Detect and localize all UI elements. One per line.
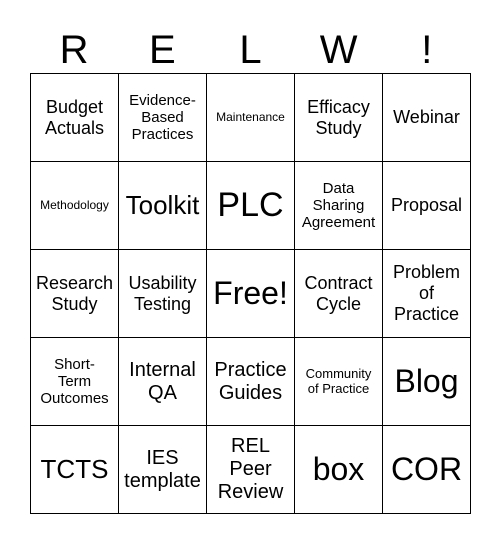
bingo-cell-r3-c0[interactable]: Short- Term Outcomes — [31, 338, 119, 426]
bingo-cell-r2-c4[interactable]: Problem of Practice — [383, 250, 471, 338]
cell-label: Blog — [394, 363, 459, 400]
cell-label: Data Sharing Agreement — [301, 179, 376, 232]
header-letter-e: E — [148, 28, 176, 72]
header-letter-w: W — [319, 28, 358, 72]
cell-label: Internal QA — [129, 358, 196, 404]
bingo-cell-r3-c1[interactable]: Internal QA — [119, 338, 207, 426]
bingo-cell-r4-c0[interactable]: TCTS — [31, 426, 119, 514]
bingo-cell-r1-c3[interactable]: Data Sharing Agreement — [295, 162, 383, 250]
cell-label: REL Peer Review — [217, 435, 284, 503]
cell-label: PLC — [217, 185, 284, 224]
bingo-cell-r2-c2[interactable]: Free! — [207, 250, 295, 338]
bingo-cell-r0-c2[interactable]: Maintenance — [207, 74, 295, 162]
cell-label: Efficacy Study — [307, 96, 370, 138]
cell-label: COR — [390, 451, 463, 488]
cell-label: TCTS — [40, 453, 109, 484]
cell-label: Webinar — [393, 107, 460, 128]
bingo-cell-r0-c4[interactable]: Webinar — [383, 74, 471, 162]
bingo-board: Budget Actuals Evidence- Based Practices… — [30, 73, 471, 514]
cell-label: Usability Testing — [128, 272, 197, 314]
bingo-cell-r4-c1[interactable]: IES template — [119, 426, 207, 514]
header-letter-exclamation: ! — [421, 28, 433, 72]
bingo-cell-r2-c3[interactable]: Contract Cycle — [295, 250, 383, 338]
bingo-cell-r3-c2[interactable]: Practice Guides — [207, 338, 295, 426]
cell-label: Budget Actuals — [44, 96, 105, 138]
cell-label: Research Study — [35, 272, 114, 314]
cell-label: Contract Cycle — [304, 272, 373, 314]
cell-label: Problem of Practice — [392, 262, 461, 324]
bingo-cell-r2-c0[interactable]: Research Study — [31, 250, 119, 338]
header-letter-l: L — [239, 28, 262, 72]
header-letter-r: R — [59, 28, 89, 72]
bingo-cell-r1-c0[interactable]: Methodology — [31, 162, 119, 250]
bingo-cell-r0-c1[interactable]: Evidence- Based Practices — [119, 74, 207, 162]
bingo-cell-r1-c1[interactable]: Toolkit — [119, 162, 207, 250]
cell-label: Methodology — [40, 197, 109, 212]
bingo-cell-r4-c4[interactable]: COR — [383, 426, 471, 514]
cell-label: Practice Guides — [214, 358, 287, 404]
cell-label: Short- Term Outcomes — [40, 355, 109, 408]
cell-label: Toolkit — [125, 189, 200, 220]
cell-label: box — [312, 451, 365, 488]
bingo-cell-r4-c2[interactable]: REL Peer Review — [207, 426, 295, 514]
cell-label: Maintenance — [216, 109, 285, 124]
bingo-cell-r0-c3[interactable]: Efficacy Study — [295, 74, 383, 162]
bingo-cell-r0-c0[interactable]: Budget Actuals — [31, 74, 119, 162]
bingo-header: R E L W ! — [30, 28, 471, 72]
bingo-cell-r4-c3[interactable]: box — [295, 426, 383, 514]
cell-label: Evidence- Based Practices — [129, 91, 196, 144]
cell-label: Free! — [213, 275, 288, 312]
cell-label: IES template — [124, 446, 201, 492]
bingo-cell-r3-c4[interactable]: Blog — [383, 338, 471, 426]
bingo-cell-r1-c2[interactable]: PLC — [207, 162, 295, 250]
cell-label: Proposal — [390, 195, 463, 216]
bingo-cell-r1-c4[interactable]: Proposal — [383, 162, 471, 250]
bingo-cell-r3-c3[interactable]: Community of Practice — [295, 338, 383, 426]
cell-label: Community of Practice — [305, 365, 372, 396]
bingo-cell-r2-c1[interactable]: Usability Testing — [119, 250, 207, 338]
